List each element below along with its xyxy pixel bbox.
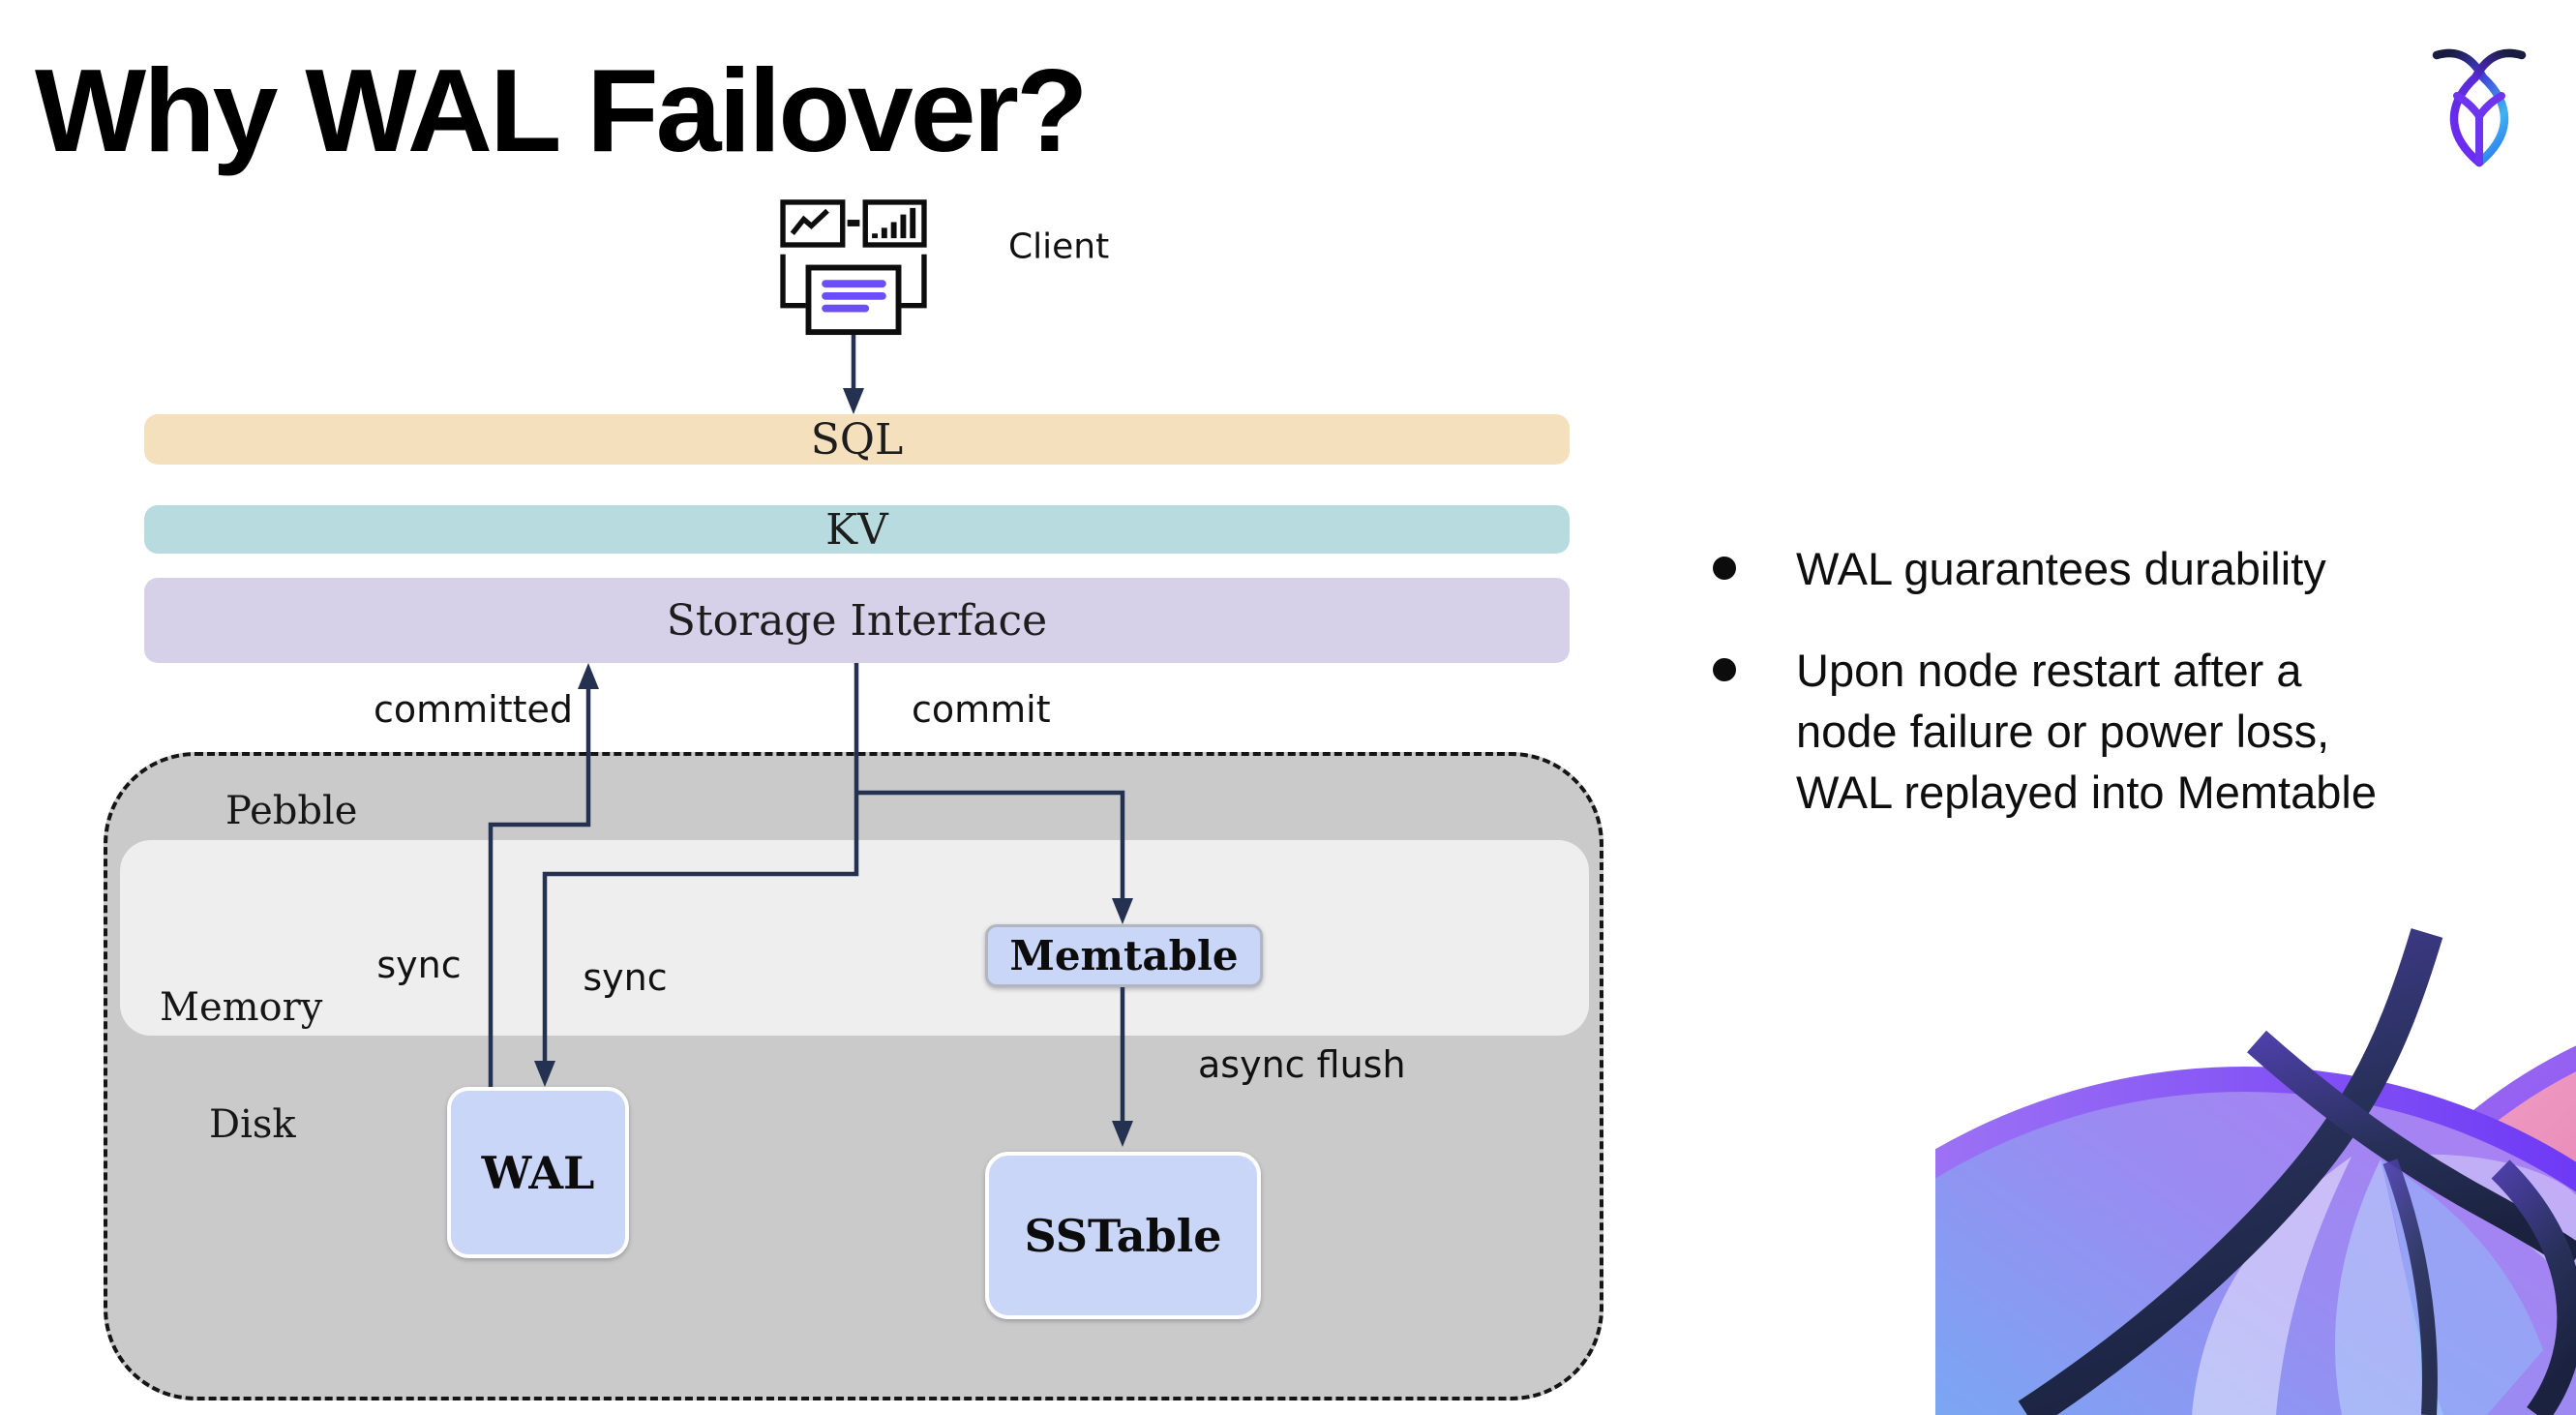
bullet-item-durability: WAL guarantees durability — [1697, 538, 2501, 599]
arrowhead-client-to-sql — [843, 388, 864, 414]
edge-label-sync-left: sync — [376, 944, 462, 986]
node-memtable-label: Memtable — [1009, 932, 1239, 979]
edge-label-sync-right: sync — [583, 956, 668, 999]
cockroachdb-logo-icon — [2432, 48, 2527, 167]
layer-storage-interface: Storage Interface — [144, 578, 1570, 663]
brand-art — [1935, 928, 2576, 1415]
edge-label-async-flush: async flush — [1198, 1043, 1406, 1086]
layer-sql-label: SQL — [810, 414, 904, 465]
pebble-label: Pebble — [225, 789, 358, 833]
client-label: Client — [1008, 226, 1110, 267]
node-sstable: SSTable — [985, 1152, 1261, 1319]
art-petal — [2335, 1159, 2443, 1415]
art-dark-ribbon — [2491, 1159, 2576, 1415]
node-sstable-label: SSTable — [1024, 1209, 1222, 1262]
edge-label-commit: commit — [912, 688, 1051, 731]
disk-label: Disk — [209, 1102, 296, 1147]
node-memtable: Memtable — [985, 924, 1263, 987]
bullet-line: node failure or power loss, — [1796, 706, 2330, 757]
edge-label-committed: committed — [373, 688, 573, 731]
node-wal-label: WAL — [481, 1146, 595, 1199]
layer-sql: SQL — [144, 414, 1570, 465]
layer-kv-label: KV — [825, 504, 888, 555]
art-petal — [2192, 1157, 2351, 1415]
bullet-line: Upon node restart after a — [1796, 645, 2302, 696]
client-icon — [780, 199, 927, 336]
page-title: Why WAL Failover? — [35, 45, 1089, 176]
memory-panel — [120, 840, 1589, 1036]
layer-storage-interface-label: Storage Interface — [666, 595, 1048, 646]
art-petal — [2381, 1159, 2543, 1415]
bullet-item-replay: Upon node restart after a node failure o… — [1697, 640, 2501, 823]
arrowhead-committed-to-storage — [578, 663, 599, 689]
art-dark-ribbon — [2018, 928, 2443, 1415]
layer-kv: KV — [144, 504, 1570, 555]
bullet-line: WAL guarantees durability — [1796, 543, 2326, 594]
bullet-list: WAL guarantees durability Upon node rest… — [1697, 538, 2501, 823]
node-wal: WAL — [447, 1087, 629, 1258]
bullet-line: WAL replayed into Memtable — [1796, 767, 2377, 818]
memory-label: Memory — [160, 985, 323, 1030]
art-dark-rib — [2382, 1159, 2438, 1415]
